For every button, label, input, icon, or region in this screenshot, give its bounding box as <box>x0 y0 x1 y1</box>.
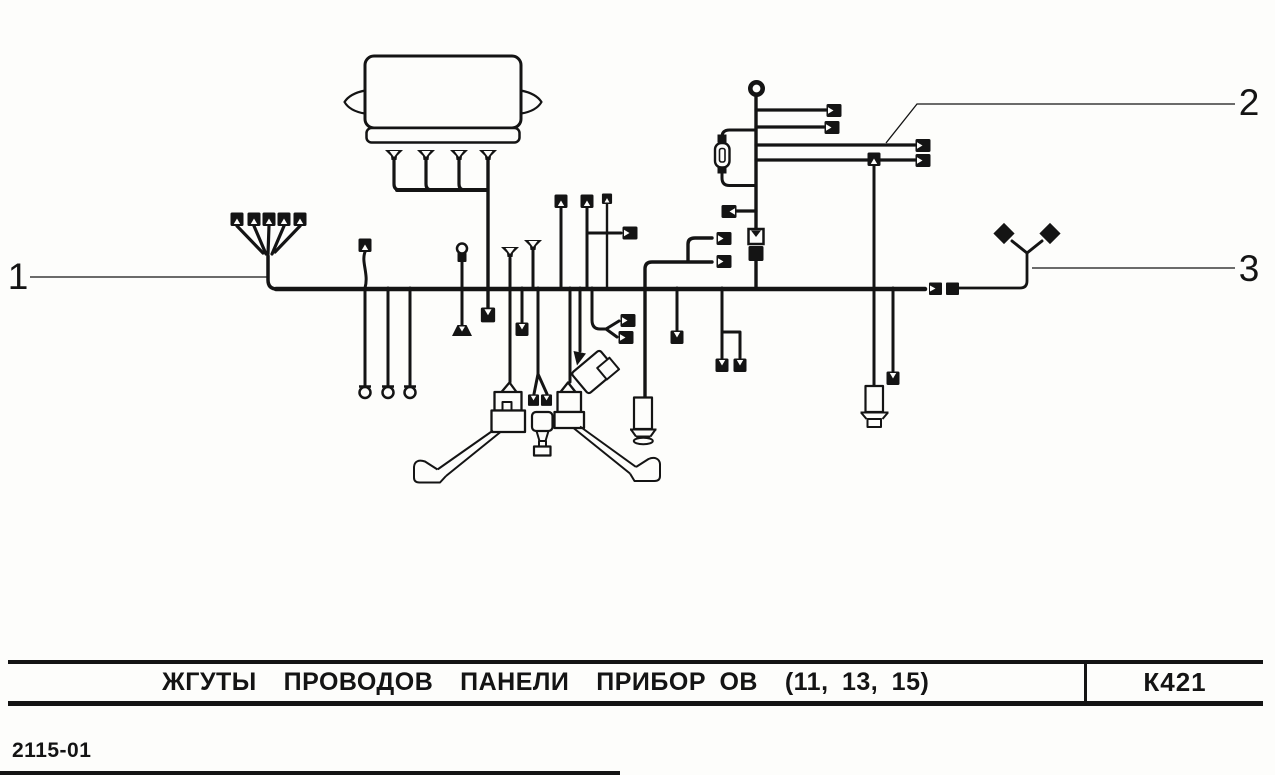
relay-module-box <box>343 54 543 144</box>
callout-2: 2 <box>1239 82 1260 123</box>
trunk-ring-terminal <box>747 80 765 98</box>
connector <box>515 322 529 336</box>
module-left-ear <box>343 89 366 115</box>
outline-components <box>413 349 889 484</box>
connector <box>480 307 496 323</box>
connector <box>716 232 732 245</box>
connector <box>867 152 881 166</box>
connector <box>824 121 840 134</box>
harness-diagram: 1 2 3 <box>8 54 1260 484</box>
tilted-relay <box>571 349 621 395</box>
horn-connector-with-strap-left <box>413 381 527 484</box>
connector <box>618 331 634 344</box>
callout-labels: 1 2 3 <box>8 82 1260 297</box>
harness-wires <box>235 93 1044 399</box>
connector <box>670 330 684 344</box>
connector-small <box>601 193 613 204</box>
connector <box>721 205 737 218</box>
socket-boot <box>530 410 554 457</box>
title-block-divider <box>1083 664 1087 701</box>
twin-diamond-connectors <box>993 222 1061 245</box>
inline-fuse <box>713 134 731 174</box>
leader-2 <box>885 103 1235 144</box>
title-block-code: К421 <box>1143 667 1207 697</box>
connector <box>915 139 931 152</box>
page-edge-artifact <box>0 771 620 775</box>
callout-3: 3 <box>1239 248 1260 289</box>
key-connector <box>455 242 469 262</box>
fork-connector <box>527 394 540 406</box>
funnel-connector <box>501 247 519 257</box>
funnel-connector <box>524 240 542 250</box>
module-funnel-connector <box>450 150 468 160</box>
callout-leaders <box>30 103 1235 278</box>
callout-1: 1 <box>8 256 29 297</box>
connector <box>715 358 729 372</box>
connector <box>826 104 842 117</box>
connector <box>886 371 900 385</box>
module-funnel-connector <box>385 150 403 160</box>
connector <box>554 194 568 208</box>
document-number: 2115-01 <box>12 739 92 762</box>
lamp-socket-right <box>860 384 889 428</box>
title-block: ЖГУТЫ ПРОВОДОВ ПАНЕЛИ ПРИБОР ОВ (11, 13,… <box>8 660 1263 706</box>
connector <box>915 154 931 167</box>
lamp-socket-left <box>630 396 657 446</box>
title-block-caption: ЖГУТЫ ПРОВОДОВ ПАНЕЛИ ПРИБОР ОВ (11, 13,… <box>162 668 930 696</box>
module-funnel-connector <box>417 150 435 160</box>
connector <box>358 238 372 252</box>
connector <box>580 194 594 208</box>
module-right-ear <box>520 89 543 115</box>
connector <box>620 314 636 327</box>
bus-connector-pair <box>929 282 959 295</box>
five-wire-fan-connectors <box>230 212 307 226</box>
horn-connector-with-strap-right <box>553 381 661 482</box>
ring-terminals <box>357 80 765 400</box>
inline-connector-pair <box>747 227 765 261</box>
module-funnel-connector <box>479 150 497 160</box>
connector <box>716 255 732 268</box>
trapezoid-connector <box>452 325 472 336</box>
pointer-arrow <box>573 351 586 366</box>
fork-connector <box>540 394 553 406</box>
blade-connectors <box>230 104 1061 406</box>
connector <box>622 226 638 240</box>
connector <box>733 358 747 372</box>
